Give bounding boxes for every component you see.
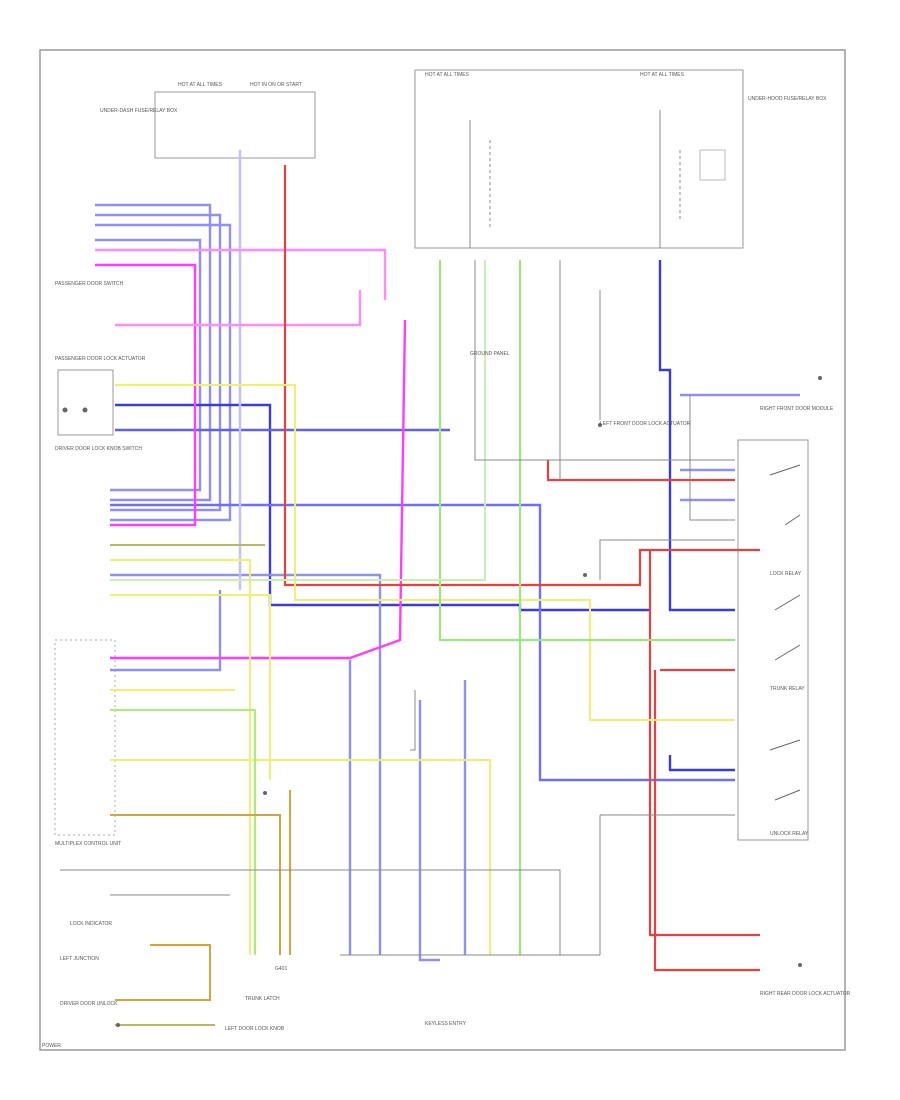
blue-wires (95, 150, 800, 962)
ground-panel-label: GROUND PANEL (470, 351, 510, 357)
left-box-1 (57, 369, 114, 436)
under-hood-fuse-label-2: HOT AT ALL TIMES (640, 72, 685, 78)
under-hood-fuse-box: HOT AT ALL TIMES HOT AT ALL TIMES UNDER-… (414, 69, 827, 249)
corner-label: POWER (42, 1043, 61, 1049)
trunk-relay-label: TRUNK RELAY (770, 686, 805, 692)
right-door-module-label: RIGHT FRONT DOOR MODULE (760, 406, 834, 412)
under-dash-fuse-label: UNDER-DASH FUSE/RELAY BOX (100, 108, 178, 114)
yellow-wires (110, 384, 735, 955)
passenger-lock-actuator-label: PASSENGER DOOR LOCK ACTUATOR (55, 356, 146, 362)
multiplex-control-label: MULTIPLEX CONTROL UNIT (55, 841, 121, 847)
lock-indicator-label: LOCK INDICATOR (70, 921, 112, 927)
left-door-lock-knob-label: LEFT DOOR LOCK KNOB (225, 1026, 285, 1032)
connector-markers (62, 376, 822, 1027)
diagram-frame (39, 49, 846, 1051)
relay-switches (769, 464, 801, 801)
magenta-wires (95, 248, 407, 660)
driver-door-switch-label: DRIVER DOOR LOCK KNOB SWITCH (55, 446, 142, 452)
fuse-box-top-left: HOT AT ALL TIMES HOT IN ON OR START UNDE… (100, 82, 316, 159)
unlock-relay-label: UNLOCK RELAY (770, 831, 809, 837)
left-junction-label: LEFT JUNCTION (60, 956, 99, 962)
multiplex-control-unit (54, 639, 116, 836)
green-wires (110, 260, 735, 955)
right-rear-actuator-label: RIGHT REAR DOOR LOCK ACTUATOR (760, 991, 851, 997)
left-front-actuator-label: LEFT FRONT DOOR LOCK ACTUATOR (600, 421, 691, 427)
red-wires (283, 165, 760, 972)
driver-door-unlock-label: DRIVER DOOR UNLOCK (60, 1001, 118, 1007)
fuse-box-label-1: HOT AT ALL TIMES (178, 82, 223, 88)
keyless-entry-label: KEYLESS ENTRY (425, 1021, 467, 1027)
right-relay-box (737, 439, 809, 841)
under-hood-fuse-box-label: UNDER-HOOD FUSE/RELAY BOX (748, 96, 827, 102)
passenger-door-switch-label: PASSENGER DOOR SWITCH (55, 281, 124, 287)
fuse-box-label-2: HOT IN ON OR START (250, 82, 302, 88)
under-hood-fuse-label-1: HOT AT ALL TIMES (425, 72, 470, 78)
olive-wires (110, 544, 291, 1026)
g401-label: G401 (275, 966, 287, 972)
trunk-latch-label: TRUNK LATCH (245, 996, 280, 1002)
lock-relay-label: LOCK RELAY (770, 571, 802, 577)
grey-wires (60, 260, 735, 956)
